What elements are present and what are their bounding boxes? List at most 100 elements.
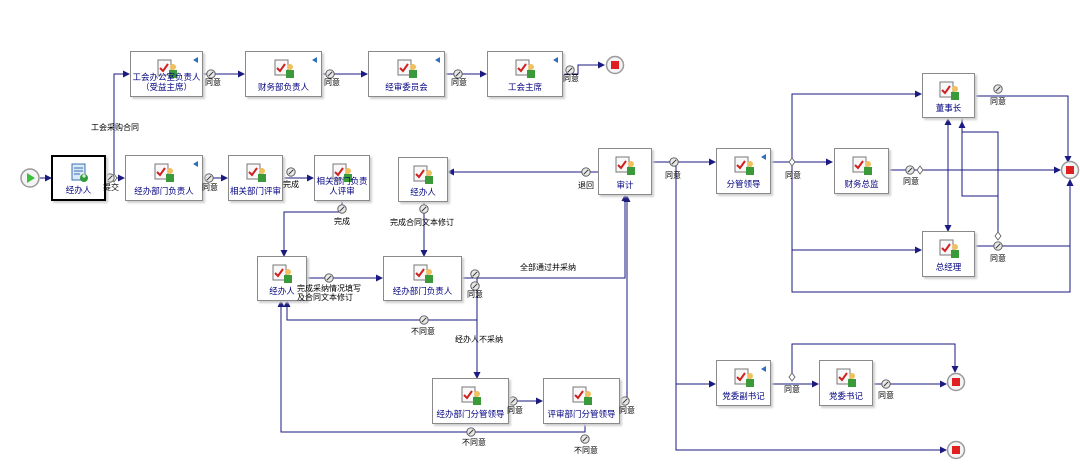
node-label: 分管领导 [726, 180, 761, 190]
node-dwfsj[interactable]: 党委副书记 [716, 360, 771, 406]
connector-label: 同意 [563, 74, 579, 83]
approver-icon [246, 163, 266, 182]
node-label: 财务总监 [844, 180, 879, 190]
node-jsh[interactable]: 经审委员会 [368, 51, 445, 97]
node-label: 评审部门分管领导 [547, 410, 616, 420]
node-psfg[interactable]: 评审部门分管领导 [543, 378, 620, 424]
arrow-left-icon [553, 57, 558, 63]
node-fgld[interactable]: 分管领导 [716, 148, 771, 194]
approver-icon [397, 59, 417, 78]
approver-icon [157, 59, 177, 78]
node-jbr2[interactable]: 经办人 [257, 256, 307, 301]
connector-label: 完成 [283, 180, 299, 189]
document-user-icon [71, 163, 88, 182]
node-label: 相关部门负责人评审 [316, 177, 368, 197]
end-event[interactable] [946, 372, 966, 392]
connector-label: 同意 [202, 183, 218, 192]
connector-label: 全部通过并采纳 [520, 263, 576, 272]
connector-label: 工会采购合同 [91, 123, 139, 132]
approver-icon [332, 163, 352, 182]
end-event[interactable] [605, 55, 625, 75]
node-label: 相关部门评审 [230, 187, 282, 197]
node-label: 经办部门负责人 [134, 187, 194, 197]
node-label: 董事长 [935, 104, 962, 114]
arrow-left-icon [761, 154, 766, 160]
connector-label: 同意 [784, 385, 800, 394]
play-icon [27, 173, 35, 183]
approver-icon [274, 59, 294, 78]
node-jbr3[interactable]: 经办人 [398, 157, 448, 202]
node-dwsj[interactable]: 党委书记 [819, 360, 873, 406]
node-cwzj[interactable]: 财务总监 [834, 148, 889, 194]
connector-label: 同意 [619, 406, 635, 415]
connector-label: 同意 [451, 78, 467, 87]
connector-label: 提交 [103, 183, 119, 192]
connector-label: 不同意 [574, 446, 598, 455]
connector-label: 同意 [785, 171, 801, 180]
approver-icon [939, 239, 959, 258]
node-label: 党委书记 [828, 392, 863, 402]
approver-icon [939, 81, 959, 100]
node-label: 经审委员会 [385, 83, 428, 93]
connector-label: 经办人不采纳 [455, 335, 503, 344]
arrow-left-icon [193, 161, 198, 167]
connector-label: 完成合同文本修订 [390, 218, 454, 227]
start-event[interactable] [20, 168, 40, 188]
approver-icon [734, 156, 754, 175]
connector-label: 同意 [878, 391, 894, 400]
node-dsz[interactable]: 董事长 [922, 73, 975, 118]
node-jbbm2[interactable]: 经办部门负责人 [383, 256, 462, 301]
node-jbbm[interactable]: 经办部门负责人 [125, 155, 203, 201]
approver-icon [515, 59, 535, 78]
approver-icon [413, 165, 433, 184]
node-label: 经办人 [410, 188, 436, 198]
end-event[interactable] [1060, 160, 1080, 180]
approver-icon [852, 156, 872, 175]
node-xgps[interactable]: 相关部门评审 [228, 155, 283, 201]
approver-icon [572, 386, 592, 405]
connector-label: 完成 [334, 217, 350, 226]
arrow-left-icon [435, 57, 440, 63]
node-ghbgs[interactable]: 工会办公室负责人（受益主席） [130, 51, 203, 97]
connector-label: 同意 [507, 406, 523, 415]
arrow-left-icon [312, 57, 317, 63]
connector-label: 退回 [578, 181, 594, 190]
approver-icon [154, 163, 174, 182]
node-cwb[interactable]: 财务部负责人 [245, 51, 322, 97]
arrow-left-icon [761, 366, 766, 372]
node-label: 党委副书记 [722, 392, 765, 402]
connector-label: 不同意 [462, 438, 486, 447]
connector-label: 同意 [665, 171, 681, 180]
node-label: 经办部门分管领导 [436, 410, 505, 420]
approver-icon [836, 368, 856, 387]
approver-icon [272, 264, 292, 283]
approver-icon [461, 386, 481, 405]
node-sj[interactable]: 审计 [598, 148, 652, 195]
node-xgfz[interactable]: 相关部门负责人评审 [314, 155, 370, 201]
node-label: 经办人 [65, 186, 92, 196]
node-label: 经办人 [269, 287, 295, 297]
approver-icon [615, 156, 635, 175]
connector-label: 完成采纳情况填写及合同文本修订 [297, 284, 361, 302]
connector-label: 同意 [990, 254, 1006, 263]
node-label: 工会办公室负责人（受益主席） [132, 73, 201, 93]
node-label: 财务部负责人 [257, 83, 309, 93]
connector-label: 同意 [205, 78, 221, 87]
node-jbfg[interactable]: 经办部门分管领导 [432, 378, 509, 424]
node-zjl[interactable]: 总经理 [922, 231, 975, 277]
connector-label: 同意 [467, 290, 483, 299]
node-label: 经办部门负责人 [392, 287, 453, 297]
connector-label: 同意 [324, 78, 340, 87]
node-ghzx[interactable]: 工会主席 [487, 51, 563, 97]
connector-label: 不同意 [411, 327, 435, 336]
connector-label: 同意 [990, 97, 1006, 106]
end-event[interactable] [946, 440, 966, 460]
node-label: 工会主席 [507, 83, 542, 93]
connector-label: 同意 [903, 177, 919, 186]
node-label: 总经理 [935, 263, 962, 273]
approver-icon [413, 264, 433, 283]
arrow-left-icon [193, 57, 198, 63]
node-jbr[interactable]: 经办人 [51, 155, 106, 201]
